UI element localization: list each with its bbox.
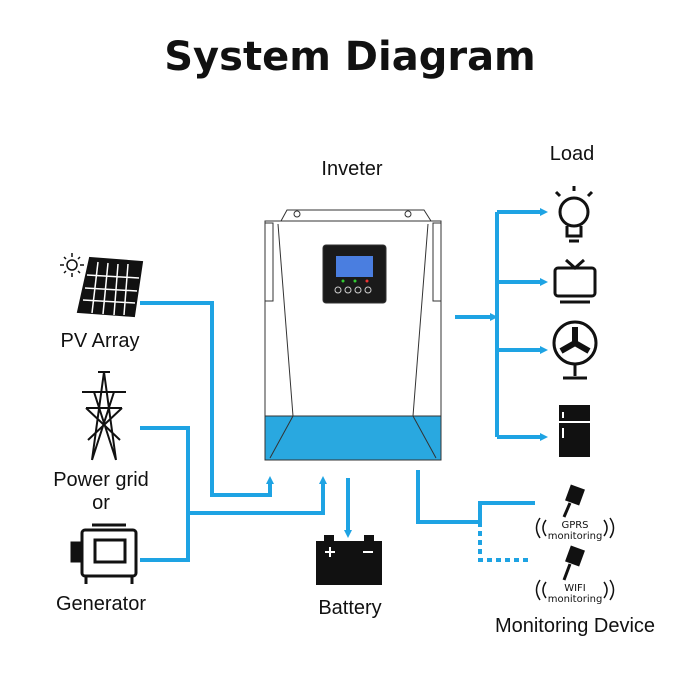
connection-lines — [140, 208, 548, 562]
wifi-dotted-line — [478, 522, 532, 562]
battery-label: Battery — [318, 597, 382, 619]
pv-array-label: PV Array — [60, 330, 140, 352]
fridge-icon — [559, 405, 590, 457]
load-label: Load — [549, 143, 595, 165]
or-label: or — [92, 492, 110, 514]
inverter — [264, 209, 442, 461]
wifi-label-line2: monitoring — [547, 594, 603, 605]
generator-icon — [70, 523, 138, 584]
gprs-dongle-icon — [562, 484, 585, 518]
battery-icon — [316, 535, 382, 585]
page-title: System Diagram — [164, 34, 536, 80]
gprs-label-line2: monitoring — [547, 531, 603, 542]
power-grid-label: Power grid — [53, 469, 149, 491]
power-tower-icon — [82, 371, 126, 461]
gprs-label-line1: GPRS — [561, 520, 589, 531]
sun-icon — [60, 253, 84, 277]
wifi-label-line1: WIFI — [564, 583, 586, 594]
inverter-lcd — [336, 256, 373, 277]
gprs-label: GPRS monitoring — [545, 520, 605, 542]
grid-line — [140, 426, 190, 562]
pv-line — [140, 301, 274, 497]
inverter-label: Inveter — [321, 158, 383, 180]
wifi-label: WIFI monitoring — [545, 583, 605, 605]
monitoring-line — [416, 470, 535, 524]
wifi-dongle-icon — [562, 545, 585, 581]
light-bulb-icon — [554, 186, 594, 243]
monitoring-device-label: Monitoring Device — [494, 615, 656, 637]
solar-panel-icon — [76, 256, 144, 318]
signal-waves-icon — [535, 517, 615, 601]
grid-to-inverter-line — [188, 476, 327, 515]
fan-icon — [552, 320, 598, 380]
tv-icon — [553, 258, 597, 304]
generator-label: Generator — [55, 593, 147, 615]
